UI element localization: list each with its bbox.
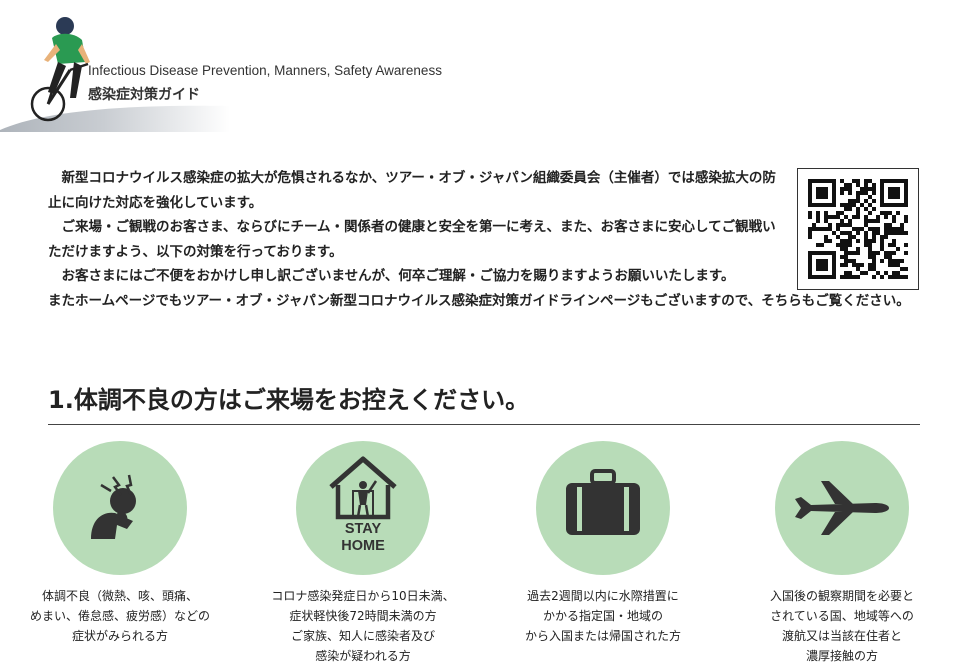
guideline-caption-3: 過去2週間以内に水際措置に かかる指定国・地域の から入国または帰国された方 xyxy=(524,589,681,643)
intro-paragraph-1: 新型コロナウイルス感染症の拡大が危惧されるなか、ツアー・オブ・ジャパン組織委員会… xyxy=(48,170,776,211)
guideline-caption-4: 入国後の観察期間を必要と されている国、地域等への 渡航又は当該在住者と 濃厚接… xyxy=(769,589,914,663)
intro-paragraph-4: またホームページでもツアー・オブ・ジャパン新型コロナウイルス感染症対策ガイドライ… xyxy=(48,292,910,309)
suitcase-icon xyxy=(536,441,670,575)
guideline-item-1: 体調不良（微熱、咳、頭痛、 めまい、倦怠感、疲労感）などの 症状がみられる方 xyxy=(10,441,230,646)
stay-label: STAY xyxy=(344,521,382,537)
header-title-ja: 感染症対策ガイド xyxy=(88,87,200,103)
qr-code-icon[interactable] xyxy=(797,168,919,290)
guideline-caption-2: コロナ感染発症日から10日未満、 症状軽快後72時間未満の方 ご家族、知人に感染… xyxy=(271,589,455,663)
guideline-item-2: STAY HOME コロナ感染発症日から10日未満、 症状軽快後72時間未満の方… xyxy=(253,441,473,666)
guideline-item-4: 入国後の観察期間を必要と されている国、地域等への 渡航又は当該在住者と 濃厚接… xyxy=(732,441,952,666)
divider xyxy=(48,424,920,425)
home-label: HOME xyxy=(341,538,385,554)
airplane-icon xyxy=(775,441,909,575)
page-header: Infectious Disease Prevention, Manners, … xyxy=(0,0,500,135)
sick-person-icon xyxy=(53,441,187,575)
guideline-caption-1: 体調不良（微熱、咳、頭痛、 めまい、倦怠感、疲労感）などの 症状がみられる方 xyxy=(29,589,210,643)
stay-home-icon: STAY HOME xyxy=(296,441,430,575)
intro-paragraph-2: ご来場・ご観戦のお客さま、ならびにチーム・関係者の健康と安全を第一に考え、また、… xyxy=(48,219,776,260)
intro-text: 新型コロナウイルス感染症の拡大が危惧されるなか、ツアー・オブ・ジャパン組織委員会… xyxy=(48,166,928,313)
intro-paragraph-3: お客さまにはご不便をおかけし申し訳ございませんが、何卒ご理解・ご協力を賜りますよ… xyxy=(61,268,735,284)
cyclist-icon xyxy=(0,17,230,132)
guideline-item-3: 過去2週間以内に水際措置に かかる指定国・地域の から入国または帰国された方 xyxy=(493,441,713,646)
header-title-en: Infectious Disease Prevention, Manners, … xyxy=(88,63,442,78)
section-title: 1.体調不良の方はご来場をお控えください。 xyxy=(48,386,530,414)
